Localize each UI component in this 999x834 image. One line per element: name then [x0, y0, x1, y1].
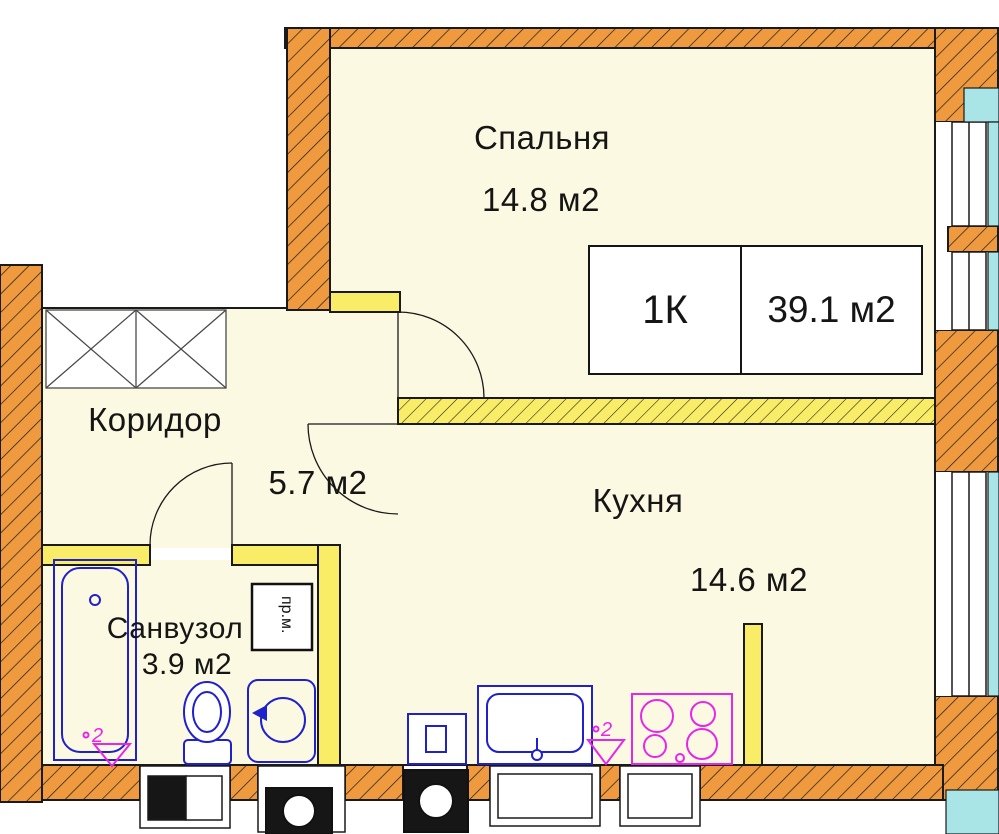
toilet — [183, 681, 232, 765]
shaft-columns — [265, 769, 469, 834]
bath-vent-label: 2 — [91, 725, 103, 747]
washing-machine-label: пр.м. — [278, 596, 295, 633]
info-box: 1К 39.1 м2 — [588, 245, 923, 375]
void-area — [0, 0, 287, 308]
balcony-glazing — [945, 87, 999, 834]
wall-right-pier — [947, 225, 999, 253]
bedroom-door-stub-wall — [329, 291, 401, 313]
bathroom-door-arc — [149, 462, 233, 546]
corridor-area: 5.7 м2 — [268, 464, 368, 501]
kitchen-duct — [743, 623, 763, 766]
bedroom-door-arc — [397, 311, 485, 399]
washbasin — [247, 679, 316, 763]
bathtub — [53, 559, 137, 761]
wall-bottom-1 — [41, 764, 141, 801]
stove — [631, 693, 733, 765]
apartment-type-label: 1К — [590, 247, 742, 373]
wall-bedroom-left — [286, 27, 331, 311]
kitchen-door-arc — [307, 423, 399, 515]
bathroom-wall-left — [41, 544, 151, 566]
bathroom-area: 3.9 м2 — [141, 648, 233, 681]
wall-top — [284, 27, 944, 49]
apartment-total-area: 39.1 м2 — [767, 289, 896, 330]
kitchen-vent-triangle — [586, 739, 626, 766]
plumbing-fixtures — [53, 559, 593, 765]
wall-right-bottom — [934, 695, 999, 801]
window-bathroom-dark-panel — [147, 775, 187, 821]
kitchen-bathroom-wall — [317, 544, 341, 768]
kitchen-floor — [338, 420, 935, 765]
wall-bottom-3 — [344, 764, 404, 801]
bedroom-name: Спальня — [473, 119, 611, 156]
glazing-bottom-right — [945, 789, 999, 834]
wall-bottom-4 — [466, 764, 491, 801]
wall-bottom-6 — [699, 764, 944, 801]
wall-bottom-2 — [229, 764, 259, 801]
door-swings — [149, 311, 485, 546]
dishwasher — [407, 713, 467, 765]
room-floors — [42, 45, 935, 765]
corridor-name: Коридор — [88, 401, 222, 438]
kitchen-sink — [477, 685, 593, 765]
glazing-top-right — [963, 87, 999, 123]
wardrobe-box — [45, 309, 227, 389]
wall-bottom-5 — [599, 764, 621, 801]
wall-right-mid — [934, 329, 999, 473]
vent-marks — [82, 725, 626, 768]
kitchen-area: 14.6 м2 — [690, 561, 808, 598]
bedroom-area: 14.8 м2 — [482, 181, 600, 218]
kitchen-vent-label: 2 — [600, 719, 612, 741]
kitchen-name: Кухня — [592, 482, 684, 519]
wall-left — [0, 264, 43, 803]
bedroom-kitchen-wall — [397, 397, 936, 425]
bath-vent-triangle — [91, 743, 133, 768]
exterior-walls — [0, 27, 999, 803]
bathroom-name: Санвузол — [106, 612, 244, 645]
washing-machine: пр.м. — [250, 582, 314, 652]
